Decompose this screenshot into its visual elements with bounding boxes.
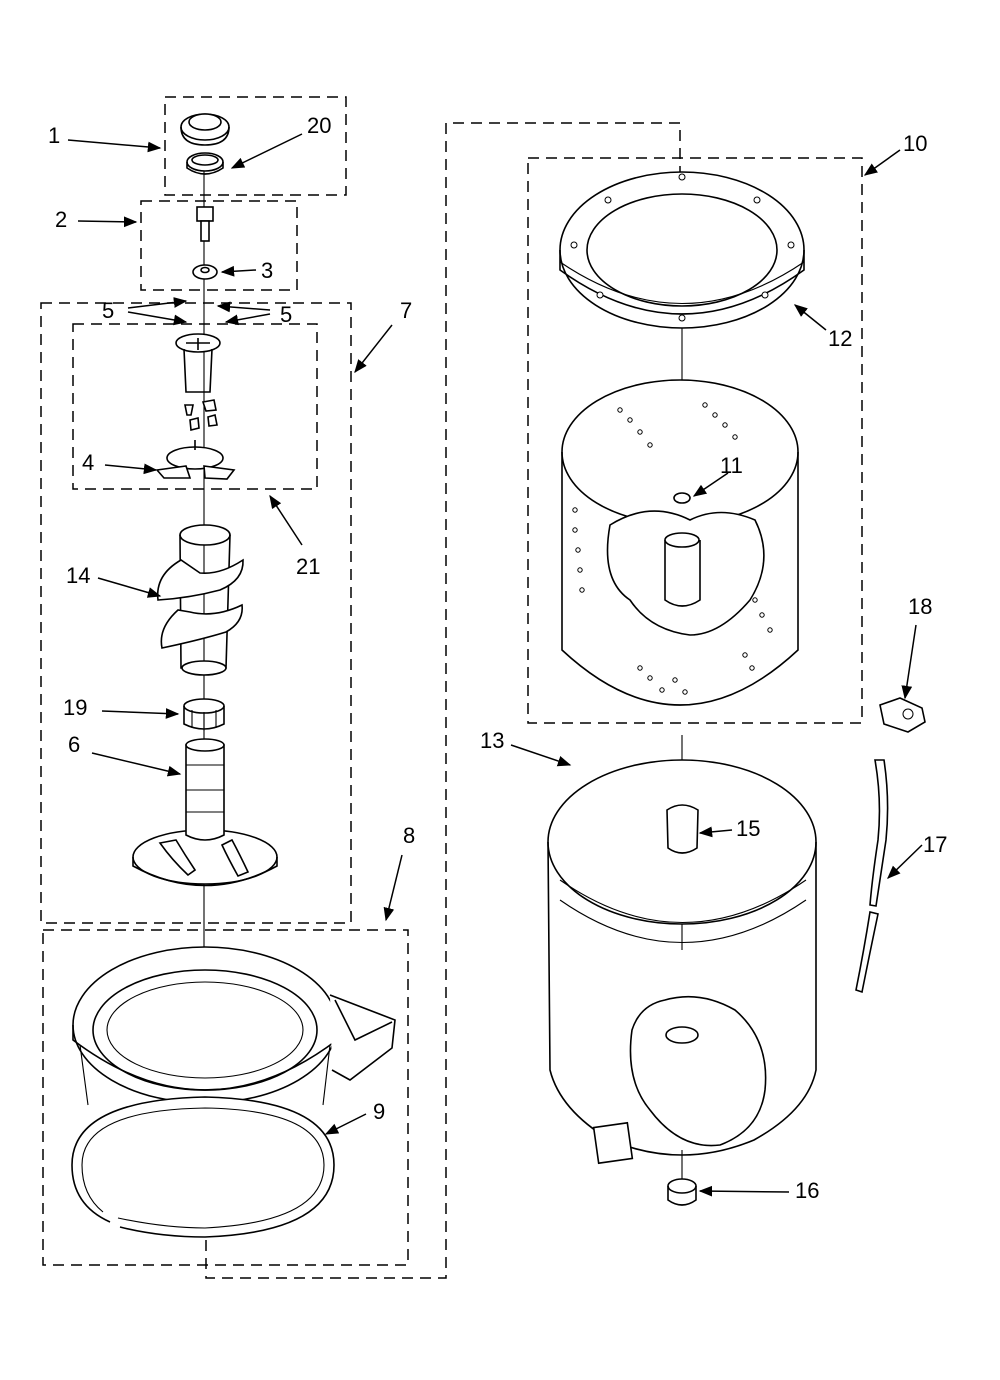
callout-14: 14 — [66, 563, 90, 588]
callout-4: 4 — [82, 450, 94, 475]
callout-18: 18 — [908, 594, 932, 619]
basket-perforations — [572, 402, 773, 695]
callout-2: 2 — [55, 207, 67, 232]
callout-16: 16 — [795, 1178, 819, 1203]
part-hose — [855, 759, 889, 994]
leader-arrows — [67, 133, 923, 1197]
callout-5-left: 5 — [102, 298, 114, 323]
part-spin-basket — [561, 379, 799, 706]
callout-7: 7 — [400, 298, 412, 323]
group-box-7 — [40, 302, 352, 924]
callout-3: 3 — [261, 258, 273, 283]
callout-1: 1 — [48, 123, 60, 148]
connector-dashed-line — [205, 122, 681, 1279]
callout-8: 8 — [403, 823, 415, 848]
callout-13: 13 — [480, 728, 504, 753]
part-retaining-ring — [71, 1096, 335, 1238]
part-washer — [192, 264, 218, 280]
callout-20: 20 — [307, 113, 331, 138]
callout-9: 9 — [373, 1099, 385, 1124]
part-clip — [879, 697, 926, 733]
group-box-1-20 — [164, 96, 347, 196]
callout-6: 6 — [68, 732, 80, 757]
part-outer-tub — [547, 759, 817, 1165]
part-dog-retainer — [155, 440, 236, 480]
callout-11: 11 — [720, 453, 743, 478]
part-agitator-cam — [175, 333, 221, 393]
group-box-2-3 — [140, 200, 298, 291]
part-auger — [156, 524, 244, 676]
part-agitator-dogs — [184, 399, 218, 432]
part-drive-hub — [132, 738, 278, 887]
callout-17: 17 — [923, 832, 947, 857]
part-drain-plug — [667, 1178, 697, 1206]
callout-5-right: 5 — [280, 302, 292, 327]
part-ring-seal — [186, 152, 224, 175]
group-box-21 — [72, 323, 318, 490]
part-hex-nut — [183, 698, 225, 731]
callout-21: 21 — [296, 554, 320, 579]
group-box-8 — [42, 929, 409, 1266]
callout-19: 19 — [63, 695, 87, 720]
callout-10: 10 — [903, 131, 927, 156]
part-cap — [180, 113, 230, 146]
callout-12: 12 — [828, 326, 852, 351]
part-tub-ring — [72, 946, 396, 1145]
group-box-10 — [527, 157, 863, 724]
part-bolt — [196, 206, 214, 242]
callout-15: 15 — [736, 816, 760, 841]
part-balance-ring — [559, 171, 805, 329]
